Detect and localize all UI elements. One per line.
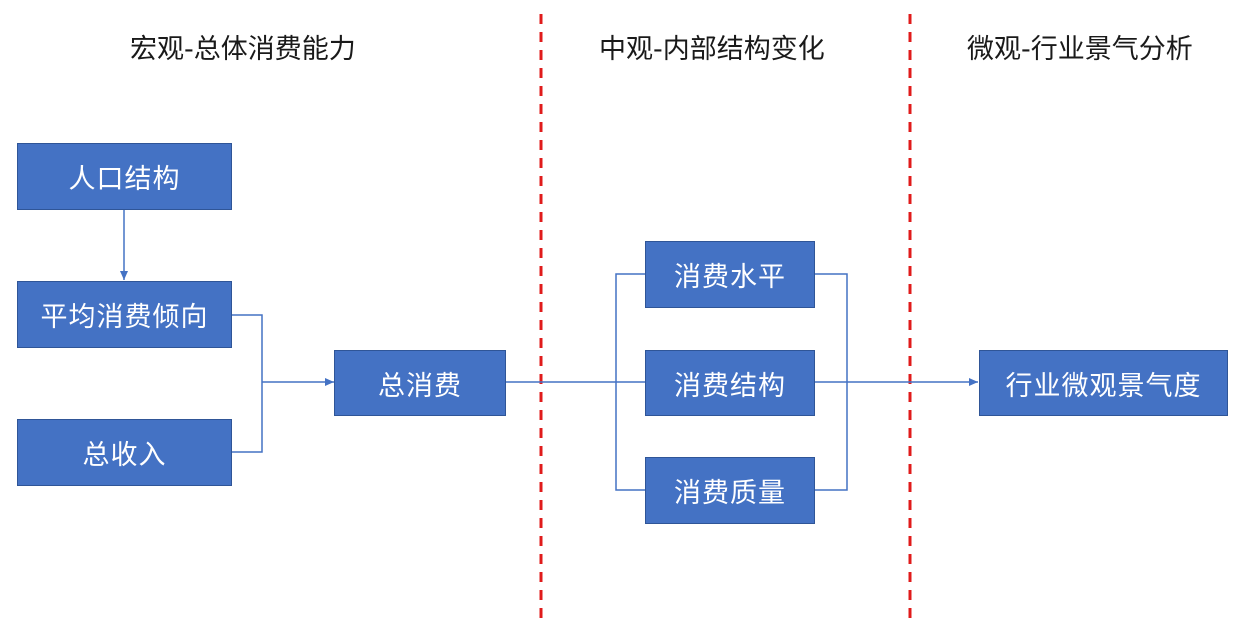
node-total-consumption: 总消费 xyxy=(334,350,506,416)
connector-income-bracket xyxy=(232,382,263,453)
section-title-meso: 中观-内部结构变化 xyxy=(599,34,825,65)
node-total-income: 总收入 xyxy=(17,419,232,486)
node-consumption-structure: 消费结构 xyxy=(645,350,815,416)
section-title-macro: 宏观-总体消费能力 xyxy=(130,34,356,65)
node-consumption-quality: 消费质量 xyxy=(645,457,815,524)
section-title-micro: 微观-行业景气分析 xyxy=(967,34,1193,65)
connector-propensity-bracket xyxy=(232,314,263,382)
node-population-structure: 人口结构 xyxy=(17,143,232,210)
connector-left-bracket-meso xyxy=(615,273,645,491)
node-industry-micro-prosperity: 行业微观景气度 xyxy=(979,350,1228,416)
node-average-consumption-propensity: 平均消费倾向 xyxy=(17,281,232,348)
node-consumption-level: 消费水平 xyxy=(645,241,815,308)
